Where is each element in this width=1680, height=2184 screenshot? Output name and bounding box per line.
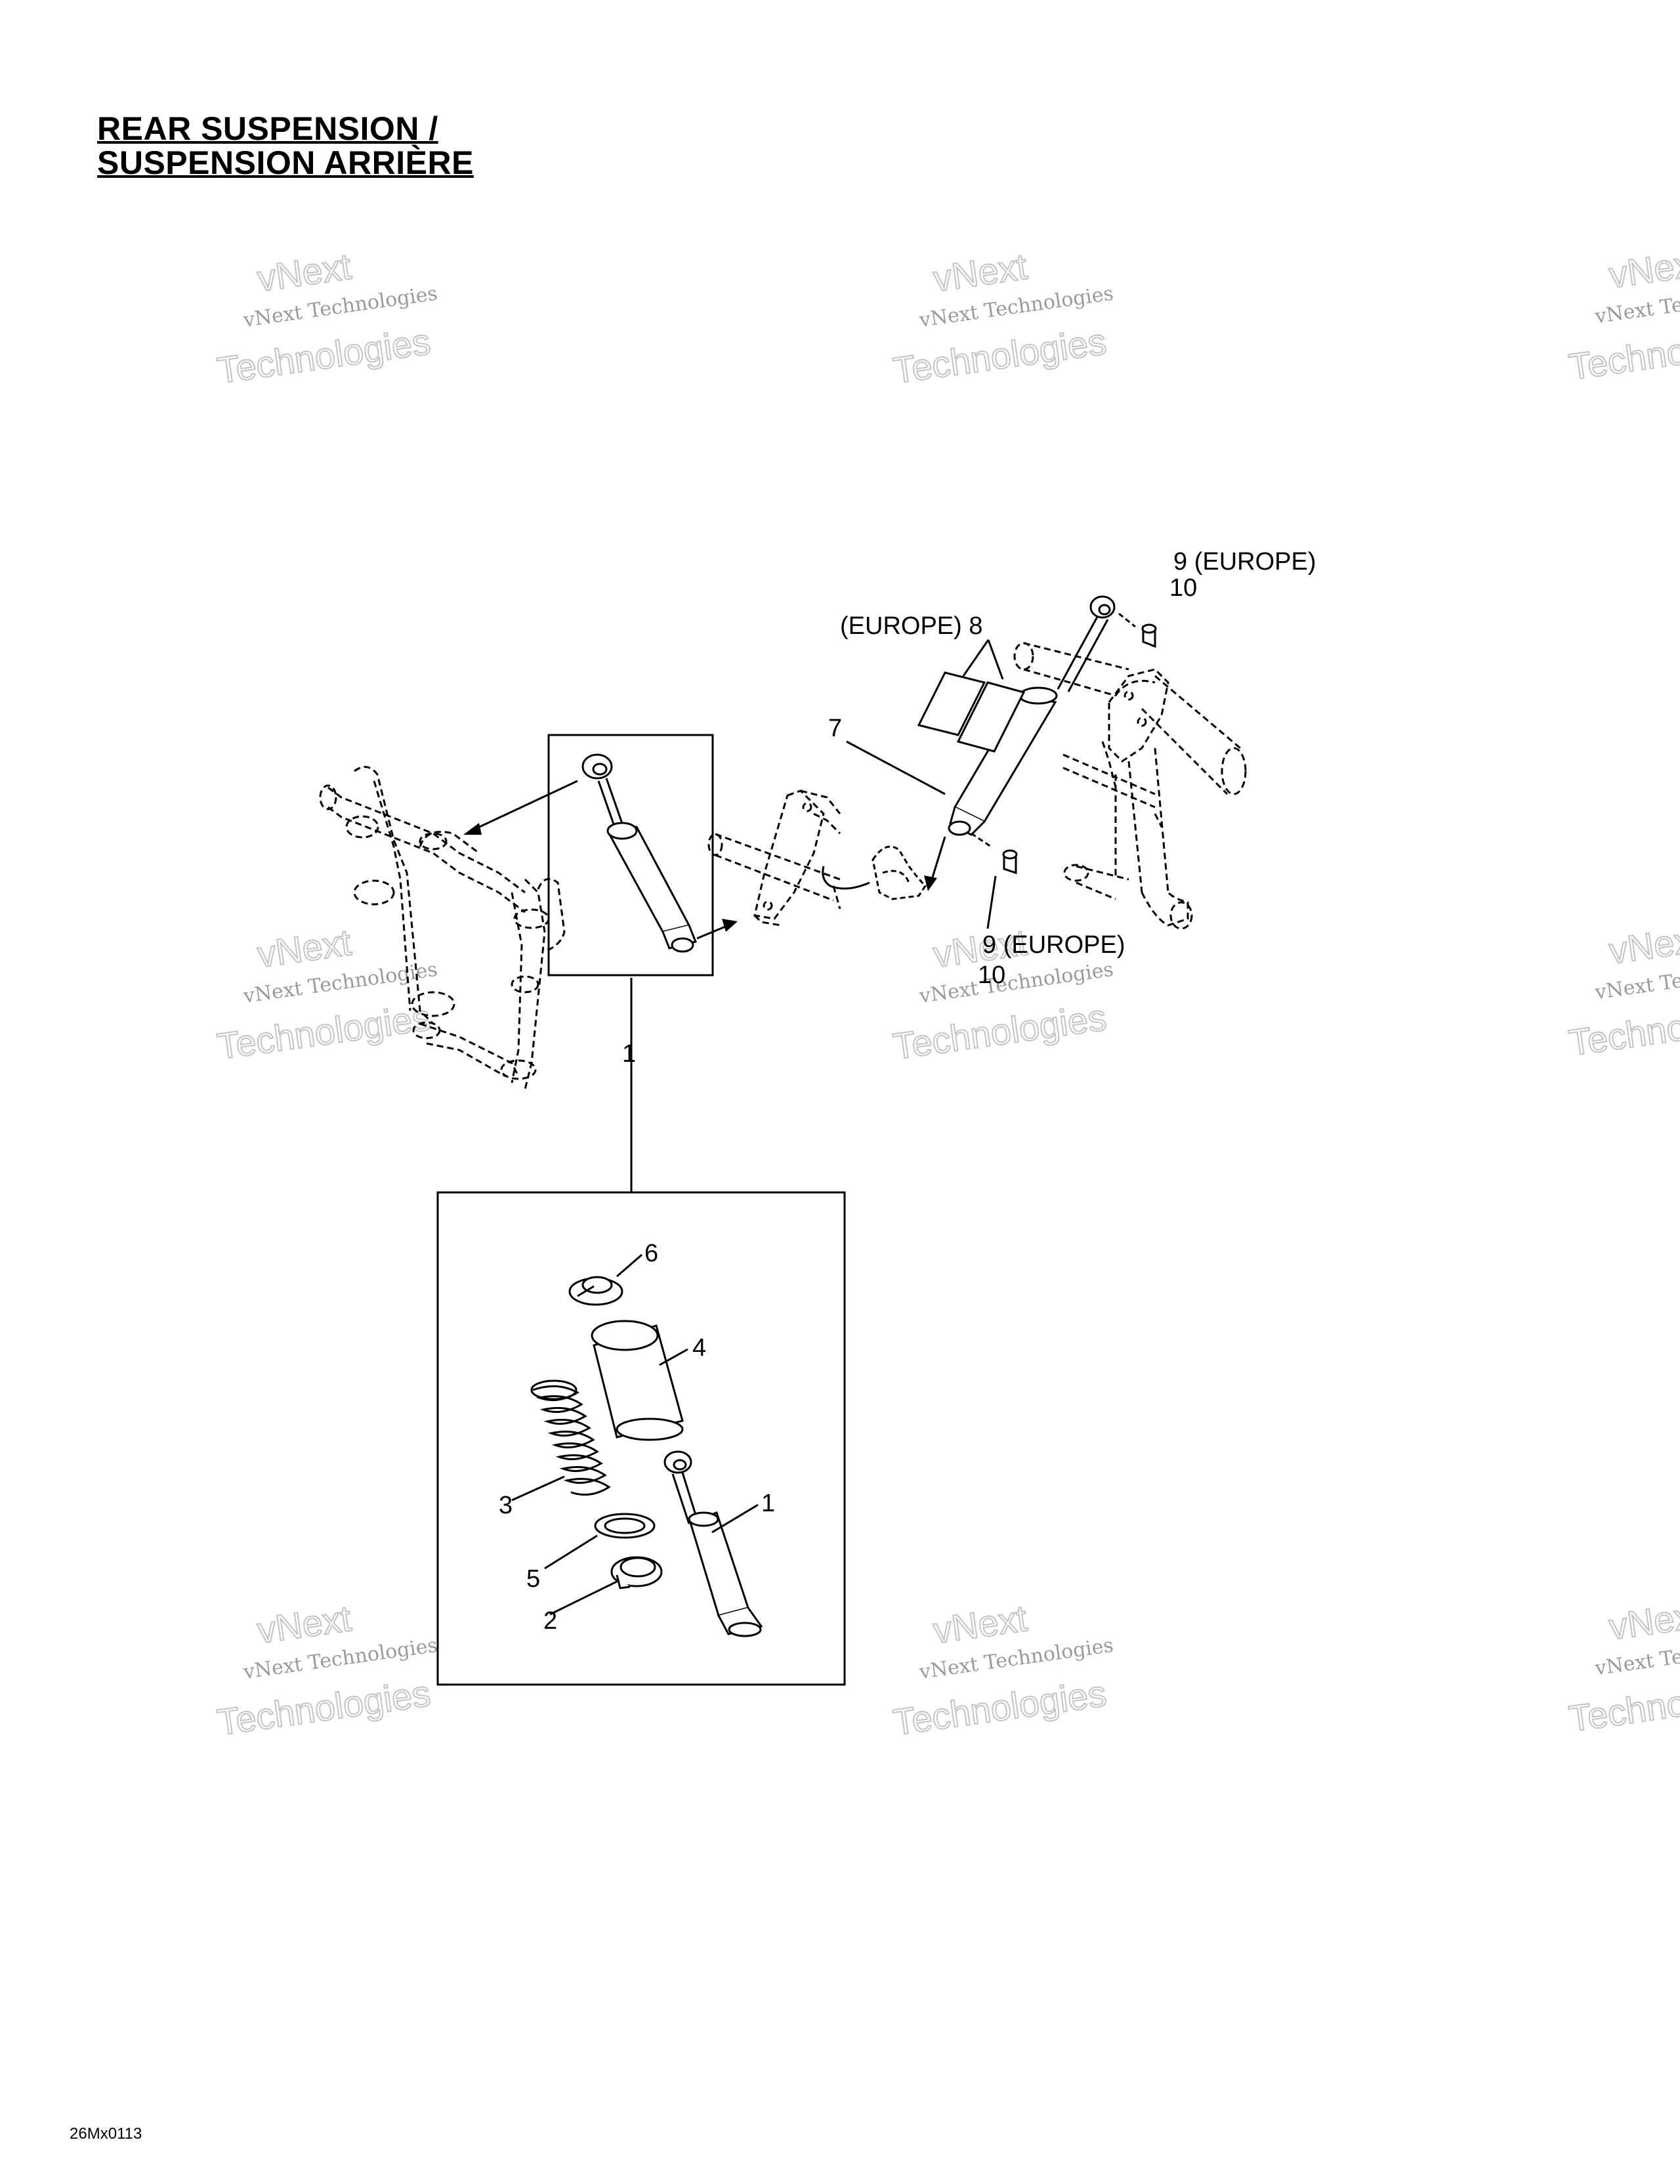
svg-text:Technologies: Technologies bbox=[1566, 1669, 1680, 1740]
shock-absorber-detail-part-1 bbox=[663, 1450, 763, 1637]
rear-arm-linkage bbox=[707, 789, 841, 927]
callout-9-europe-bottom: 9 (EUROPE) bbox=[982, 931, 1125, 959]
bushing-bottom bbox=[1002, 849, 1018, 875]
callout-1-detail: 1 bbox=[761, 1490, 775, 1517]
page-title: REAR SUSPENSION / SUSPENSION ARRIÈRE bbox=[97, 112, 474, 180]
callout-9-europe-top: 9 (EUROPE) bbox=[1173, 548, 1316, 576]
title-french: SUSPENSION ARRIÈRE bbox=[97, 144, 474, 181]
shock-detail-box bbox=[436, 1191, 846, 1686]
watermark-top-right: vNext Technologies vNext Technologies bbox=[1566, 241, 1680, 388]
rear-suspension-frame-left bbox=[319, 766, 566, 1090]
watermark-mid-left: vNext Technologies vNext Technologies bbox=[214, 921, 439, 1068]
svg-text:vNext: vNext bbox=[255, 245, 354, 299]
watermark-bottom-right: vNext Technologies vNext Technologies bbox=[1566, 1593, 1680, 1740]
leader-lines-lower bbox=[511, 1253, 759, 1616]
spring-cover-part-4 bbox=[591, 1320, 684, 1441]
callout-4: 4 bbox=[692, 1334, 706, 1362]
pad-parts bbox=[917, 671, 1026, 753]
callout-10-bottom: 10 bbox=[978, 961, 1005, 989]
arrow-long-shock-top bbox=[1118, 612, 1136, 628]
arrow-shock-to-linkage bbox=[696, 919, 738, 940]
watermark-bottom-center: vNext Technologies vNext Technologies bbox=[890, 1597, 1115, 1744]
callout-5: 5 bbox=[526, 1565, 540, 1593]
callout-7: 7 bbox=[828, 715, 842, 742]
callout-1-top: 1 bbox=[622, 1040, 636, 1068]
callout-2: 2 bbox=[543, 1607, 557, 1635]
arrow-bracket-link bbox=[822, 866, 870, 890]
svg-text:vNext: vNext bbox=[931, 1597, 1030, 1651]
shock-absorber-part bbox=[581, 753, 698, 953]
title-english: REAR SUSPENSION / bbox=[97, 110, 438, 147]
svg-text:Technologies: Technologies bbox=[1566, 993, 1680, 1064]
rear-suspension-frame-right bbox=[1013, 642, 1247, 930]
watermark-top-center: vNext Technologies vNext Technologies bbox=[890, 245, 1115, 392]
svg-text:vNext: vNext bbox=[1606, 917, 1680, 971]
spacer-part-5 bbox=[594, 1513, 656, 1539]
arrow-long-shock-bottom bbox=[971, 832, 992, 848]
arrow-shock-to-frame bbox=[463, 780, 578, 835]
callout-8-europe: (EUROPE) 8 bbox=[840, 612, 982, 640]
stopper-ring-part-6 bbox=[568, 1276, 623, 1306]
adjuster-ring-part-2 bbox=[610, 1556, 663, 1589]
watermark-bottom-left: vNext Technologies vNext Technologies bbox=[214, 1597, 439, 1744]
svg-text:vNext: vNext bbox=[931, 245, 1030, 299]
leader-lines-upper bbox=[630, 639, 1004, 1192]
drawing-code: 26Mx0113 bbox=[70, 2125, 142, 2143]
svg-text:vNext: vNext bbox=[255, 921, 354, 975]
svg-text:vNext: vNext bbox=[255, 1597, 354, 1651]
callout-10-top: 10 bbox=[1169, 574, 1197, 602]
svg-text:vNext: vNext bbox=[1606, 1593, 1680, 1647]
bushing-top bbox=[1141, 623, 1157, 648]
callout-6: 6 bbox=[644, 1240, 658, 1267]
svg-text:vNext: vNext bbox=[1606, 242, 1680, 295]
svg-text:Technologies: Technologies bbox=[1566, 317, 1680, 388]
arrow-to-bracket bbox=[924, 836, 946, 891]
coil-spring-part-3 bbox=[530, 1379, 611, 1496]
bracket-part bbox=[872, 845, 927, 900]
watermark-top-left: vNext Technologies vNext Technologies bbox=[214, 245, 439, 392]
watermark-mid-right: vNext Technologies vNext Technologies bbox=[1566, 917, 1680, 1064]
callout-3: 3 bbox=[499, 1492, 513, 1519]
